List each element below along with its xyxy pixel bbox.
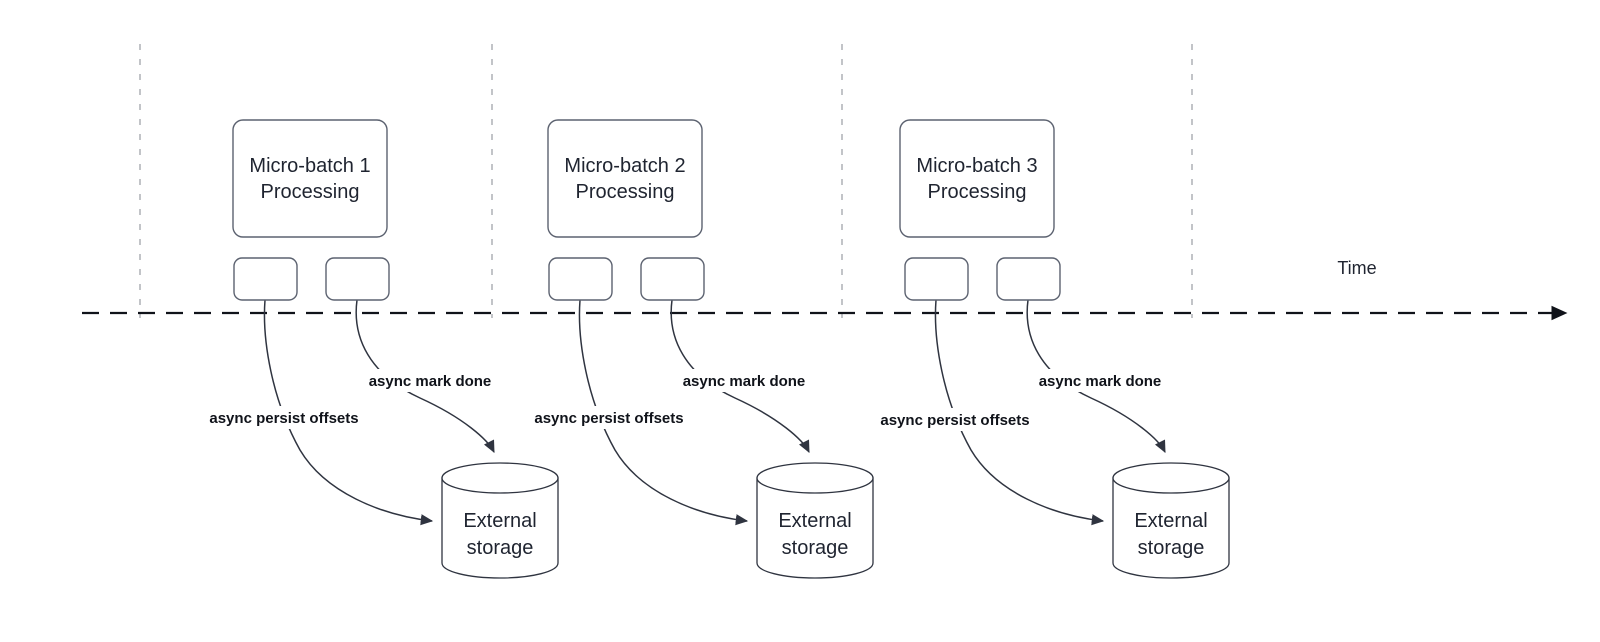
edge-label-async-persist-offsets-2: async persist offsets (534, 410, 683, 427)
flow-edges-group-1 (263, 299, 495, 526)
external-storage-2-line1: External (778, 510, 851, 532)
cylinder-body-1 (441, 477, 559, 579)
micro-batch-box-3-line1: Micro-batch 3 (916, 155, 1037, 177)
edge-label-plate-3a (865, 408, 1045, 431)
task-box-2a[interactable] (548, 257, 613, 301)
micro-batch-box-2[interactable] (547, 119, 703, 238)
cylinder-top-2 (756, 462, 874, 494)
time-axis: Time (82, 258, 1568, 321)
edge-label-async-persist-offsets-1: async persist offsets (209, 410, 358, 427)
task-box-1b[interactable] (325, 257, 390, 301)
edge-async-persist-offsets-1 (263, 299, 434, 526)
external-storage-3-line1: External (1134, 510, 1207, 532)
external-storage-3-line2: storage (1138, 537, 1205, 559)
edge-label-async-mark-done-2: async mark done (683, 373, 806, 390)
micro-batch-group-1: Micro-batch 1 Processing (232, 119, 390, 301)
task-box-3a[interactable] (904, 257, 969, 301)
external-storage-3[interactable]: External storage (1112, 462, 1230, 579)
cylinder-body-3 (1112, 477, 1230, 579)
micro-batch-box-2-line1: Micro-batch 2 (564, 155, 685, 177)
micro-batch-group-3: Micro-batch 3 Processing (899, 119, 1061, 301)
edge-label-plate-1a (194, 406, 374, 429)
micro-batch-box-1[interactable] (232, 119, 388, 238)
micro-batch-group-2: Micro-batch 2 Processing (547, 119, 705, 301)
cylinder-top-3 (1112, 462, 1230, 494)
task-box-1a[interactable] (233, 257, 298, 301)
edge-labels: async persist offsets async mark done as… (194, 369, 1171, 431)
task-box-3b[interactable] (996, 257, 1061, 301)
batch-boundary-guides (139, 44, 1193, 318)
cylinder-body-2 (756, 477, 874, 579)
edge-label-plate-1b (359, 369, 501, 392)
edge-label-async-persist-offsets-3: async persist offsets (880, 412, 1029, 429)
edge-async-persist-offsets-3 (934, 299, 1105, 526)
external-storage-2-line2: storage (782, 537, 849, 559)
edge-async-persist-offsets-2 (578, 299, 749, 526)
external-storage-1[interactable]: External storage (441, 462, 559, 579)
edge-async-mark-done-1 (355, 299, 495, 454)
flow-edges-group-3 (934, 299, 1166, 526)
edge-label-plate-2a (519, 406, 699, 429)
edge-async-mark-done-2 (670, 299, 810, 454)
edge-label-async-mark-done-3: async mark done (1039, 373, 1162, 390)
external-storage-2[interactable]: External storage (756, 462, 874, 579)
micro-batch-box-3-line2: Processing (928, 181, 1027, 203)
time-axis-label: Time (1337, 258, 1376, 278)
micro-batch-box-1-line2: Processing (261, 181, 360, 203)
external-storage-1-line2: storage (467, 537, 534, 559)
edge-label-async-mark-done-1: async mark done (369, 373, 492, 390)
edge-async-mark-done-3 (1026, 299, 1166, 454)
flow-edges-group-2 (578, 299, 810, 526)
micro-batch-box-1-line1: Micro-batch 1 (249, 155, 370, 177)
external-storage-1-line1: External (463, 510, 536, 532)
micro-batch-box-3[interactable] (899, 119, 1055, 238)
edge-label-plate-3b (1029, 369, 1171, 392)
edge-label-plate-2b (673, 369, 815, 392)
task-box-2b[interactable] (640, 257, 705, 301)
cylinder-top-1 (441, 462, 559, 494)
micro-batch-box-2-line2: Processing (576, 181, 675, 203)
